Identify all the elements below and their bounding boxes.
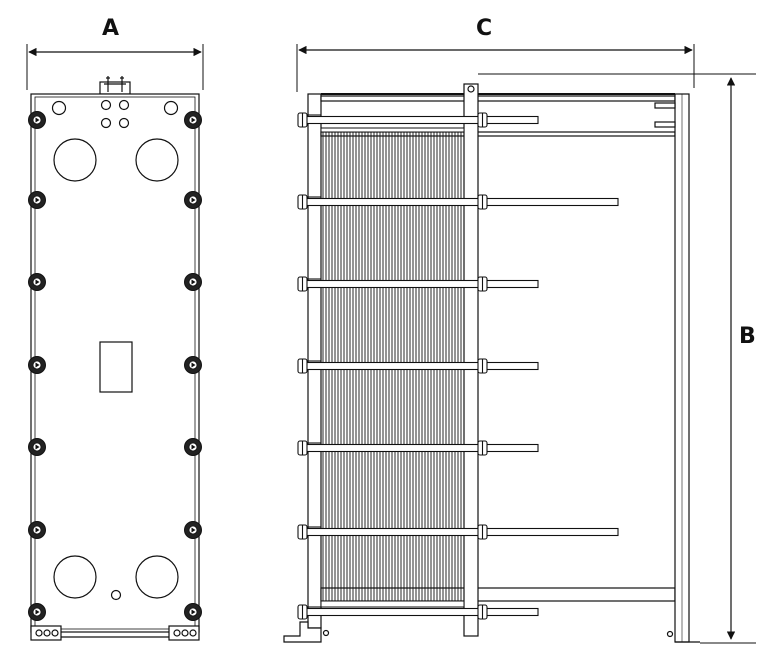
front-bolt — [184, 111, 202, 129]
front-bolt — [184, 191, 202, 209]
front-view — [26, 44, 204, 641]
nameplate — [99, 341, 133, 393]
left-foot — [30, 625, 62, 641]
pressure-plate — [463, 83, 479, 637]
tightening-bolt — [297, 194, 619, 210]
port-top-left — [53, 138, 97, 182]
front-bolt — [184, 521, 202, 539]
front-bolt — [28, 438, 46, 456]
front-bolts — [28, 111, 202, 621]
right-foot — [168, 625, 200, 641]
front-bolt — [28, 521, 46, 539]
front-bolt — [184, 438, 202, 456]
drain-hole — [110, 589, 122, 601]
tightening-bolt — [297, 604, 539, 620]
dimension-a-label: A — [102, 16, 120, 41]
side-view — [283, 44, 756, 644]
dimension-c-line — [296, 44, 695, 92]
dimension-b-label: B — [739, 324, 756, 349]
front-bolt — [28, 111, 46, 129]
front-bolt — [184, 273, 202, 291]
tightening-bolt — [297, 112, 539, 128]
top-hole-right — [163, 100, 179, 116]
dimension-c-label: C — [476, 16, 493, 41]
dimension-b-line — [478, 73, 756, 644]
dimension-a-line — [26, 44, 204, 90]
top-carrying-bar — [320, 95, 676, 102]
front-bolt — [28, 603, 46, 621]
front-bolt — [184, 603, 202, 621]
front-bolt — [28, 273, 46, 291]
fixed-frame-foot — [283, 621, 322, 643]
tightening-bolt — [297, 276, 539, 292]
tightening-bolt — [297, 440, 539, 456]
front-bolt — [28, 356, 46, 374]
top-hole-left — [51, 100, 67, 116]
port-bottom-right — [135, 555, 179, 599]
port-bottom-left — [53, 555, 97, 599]
front-bolt — [184, 356, 202, 374]
tightening-bolts — [297, 112, 619, 620]
port-top-right — [135, 138, 179, 182]
front-bolt — [28, 191, 46, 209]
tightening-bolt — [297, 358, 539, 374]
lifting-lug — [99, 76, 131, 95]
tightening-bolt — [297, 524, 619, 540]
